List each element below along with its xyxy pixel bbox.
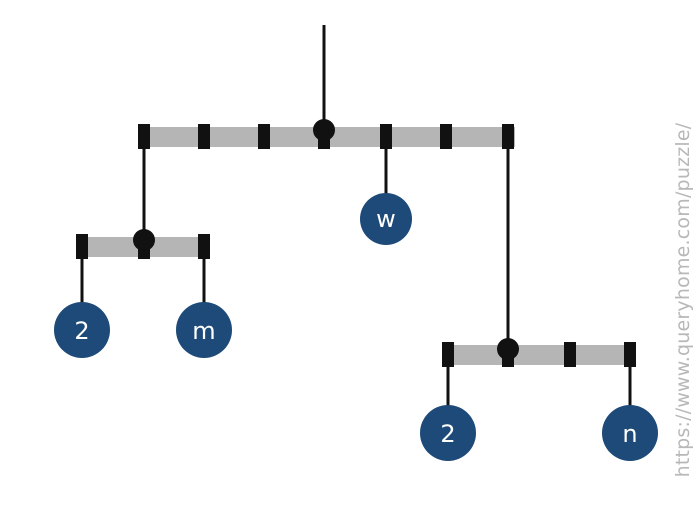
weight-right-2: 2 [420,405,476,461]
right-beam-marker-1 [442,342,454,367]
top-beam-marker-5 [380,124,392,149]
weight-left-2-label: 2 [74,317,89,345]
weight-m-label: m [192,317,215,345]
weight-left-2: 2 [54,302,110,358]
left-beam-pivot [133,229,155,251]
top-beam-pivot [313,119,335,141]
top-beam-marker-3 [258,124,270,149]
weight-n: n [602,405,658,461]
top-beam-marker-1 [138,124,150,149]
weight-right-2-label: 2 [440,420,455,448]
top-beam-marker-2 [198,124,210,149]
watermark-url: https://www.queryhome.com/puzzle/ [672,122,694,478]
right-beam-marker-4 [624,342,636,367]
right-beam-marker-3 [564,342,576,367]
right-beam-pivot [497,338,519,360]
left-beam-marker-3 [198,234,210,259]
top-beam-marker-7 [502,124,514,149]
left-beam-marker-1 [76,234,88,259]
top-beam-marker-6 [440,124,452,149]
weight-w: w [360,193,412,245]
weight-m: m [176,302,232,358]
right-beam [442,345,636,365]
weight-w-label: w [376,205,396,233]
top-beam-markers [138,124,514,149]
weight-n-label: n [622,420,637,448]
